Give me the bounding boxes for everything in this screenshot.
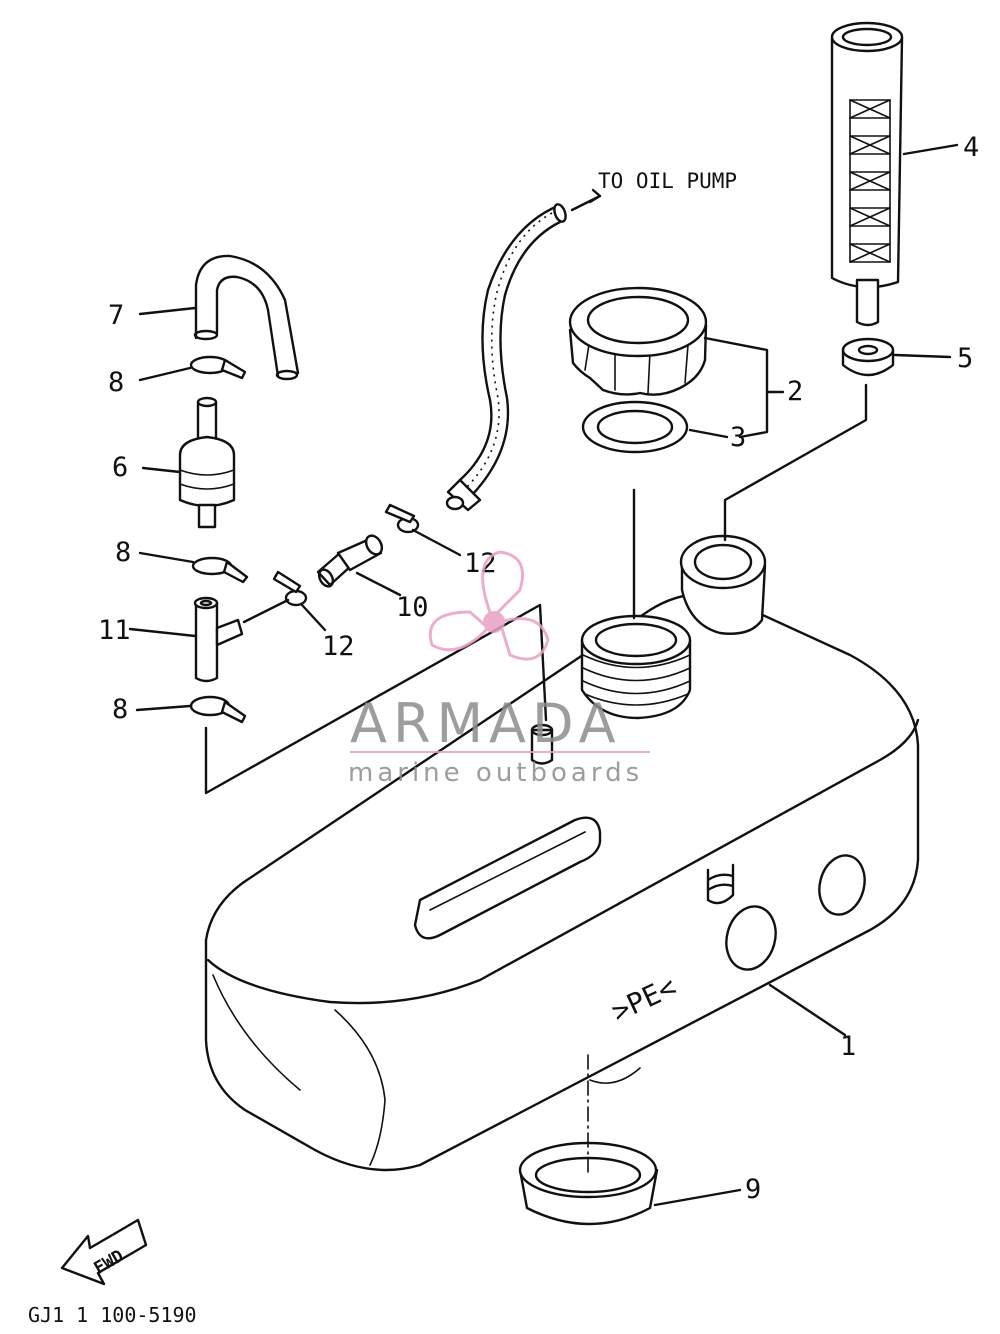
filler-cap [568, 286, 708, 396]
label-part-5: 5 [957, 343, 973, 374]
hose-j [193, 254, 300, 381]
hose-clip-b [191, 556, 249, 584]
forward-arrow-icon: FWD [60, 1218, 148, 1286]
t-joint [193, 596, 244, 683]
tank-marking-pe: >PE< [606, 970, 681, 1028]
leader-lines [128, 143, 959, 1207]
label-part-12b: 12 [464, 548, 497, 579]
label-part-4: 4 [963, 132, 979, 163]
threaded-neck [580, 614, 692, 720]
oil-tank [204, 534, 920, 1172]
propeller-logo-icon [428, 550, 550, 661]
grommet [841, 337, 895, 377]
label-part-2: 2 [787, 376, 803, 407]
tank-foot [518, 1141, 659, 1226]
label-part-8b: 8 [115, 537, 131, 568]
label-part-3: 3 [730, 422, 746, 453]
oil-strainer [830, 21, 904, 327]
oil-pump-hose [445, 188, 602, 512]
label-part-8c: 8 [112, 694, 128, 725]
label-part-11: 11 [98, 615, 131, 646]
part-labels: 7 8 6 8 11 8 4 5 2 3 12 12 10 1 9 [98, 132, 979, 1205]
hose-clip-e [384, 503, 420, 534]
drawing-code: GJ1 1 100-5190 [28, 1303, 197, 1327]
to-oil-pump-label: TO OIL PUMP [598, 169, 737, 193]
leader-strainer-axis [723, 383, 868, 542]
watermark-brand: ARMADA [350, 692, 622, 755]
hose-clip-a [189, 355, 247, 380]
route-line-a [242, 598, 290, 624]
label-part-10: 10 [396, 592, 429, 623]
hose-clip-c [189, 695, 247, 724]
label-part-1: 1 [840, 1031, 856, 1062]
label-part-8a: 8 [108, 367, 124, 398]
inline-oil-filter [178, 396, 236, 529]
armada-watermark: ARMADA marine outboards [348, 550, 650, 788]
route-line-b [204, 603, 548, 795]
cap-gasket [581, 400, 689, 454]
hose-clip-d [272, 570, 308, 607]
label-part-12a: 12 [322, 631, 355, 662]
label-part-6: 6 [112, 452, 128, 483]
label-part-7: 7 [108, 300, 124, 331]
watermark-tagline: marine outboards [348, 758, 643, 788]
label-part-9: 9 [745, 1174, 761, 1205]
hose-connector [316, 534, 384, 588]
